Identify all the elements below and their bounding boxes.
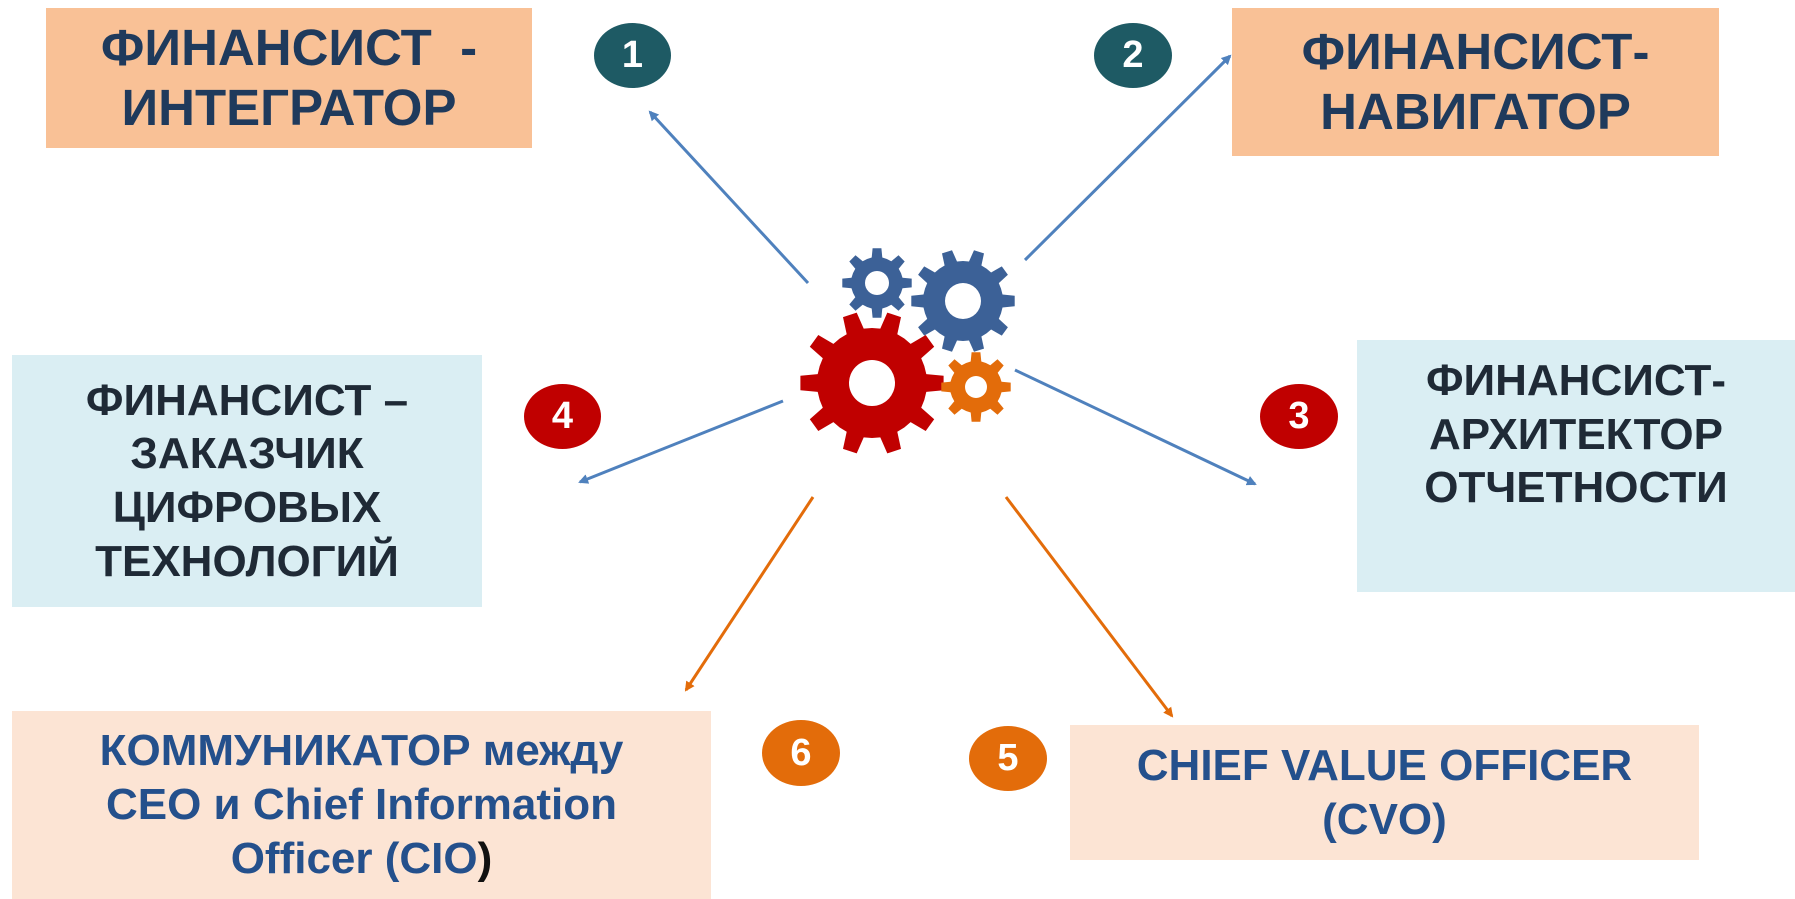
badge-3: 3	[1260, 384, 1338, 449]
box-financier-integrator: ФИНАНСИСТ - ИНТЕГРАТОР	[46, 8, 532, 148]
small-blue-gear-icon-hole	[865, 271, 889, 295]
red-gear-icon-hole	[849, 360, 895, 406]
communicator-line-3: Officer (CIO)	[231, 832, 493, 886]
arrow-to-integrator	[648, 110, 810, 285]
badge-4: 4	[524, 384, 601, 449]
arrow-to-reporting-architect	[1014, 368, 1257, 486]
communicator-line-2: CEO и Chief Information	[105, 780, 618, 830]
badge-5: 5	[969, 726, 1047, 791]
arrow-to-communicator	[684, 496, 815, 692]
arrow-to-navigator	[1023, 54, 1232, 262]
architect-line-1: ФИНАНСИСТ-	[1425, 356, 1727, 405]
digital-customer-line-4: ТЕХНОЛОГИЙ	[95, 536, 399, 586]
architect-line-2: АРХИТЕКТОР	[1429, 409, 1723, 459]
badge-2: 2	[1094, 23, 1172, 88]
navigator-line-1: ФИНАНСИСТ-	[1301, 22, 1650, 80]
integrator-line-2: ИНТЕГРАТОР	[121, 79, 457, 136]
navigator-line-2: НАВИГАТОР	[1320, 83, 1631, 140]
digital-customer-line-3: ЦИФРОВЫХ	[112, 483, 382, 532]
integrator-line-1: ФИНАНСИСТ -	[100, 18, 478, 76]
communicator-closing-paren: )	[477, 833, 493, 883]
communicator-line-1: КОММУНИКАТОР между	[99, 726, 624, 776]
cvo-line-1: CHIEF VALUE OFFICER	[1136, 740, 1633, 790]
digital-customer-line-1: ФИНАНСИСТ –	[85, 375, 409, 425]
arrow-to-digital-customer	[578, 399, 784, 484]
box-communicator: КОММУНИКАТОР между CEO и Chief Informati…	[12, 711, 711, 899]
cvo-line-2: (CVO)	[1322, 794, 1447, 844]
badge-1: 1	[594, 23, 671, 88]
box-financier-reporting-architect: ФИНАНСИСТ- АРХИТЕКТОР ОТЧЕТНОСТИ	[1357, 340, 1795, 592]
large-blue-gear-icon-hole	[945, 283, 981, 319]
box-financier-digital-customer: ФИНАНСИСТ – ЗАКАЗЧИК ЦИФРОВЫХ ТЕХНОЛОГИЙ	[12, 355, 482, 607]
digital-customer-line-2: ЗАКАЗЧИК	[130, 429, 364, 479]
box-chief-value-officer: CHIEF VALUE OFFICER (CVO)	[1070, 725, 1699, 860]
box-financier-navigator: ФИНАНСИСТ- НАВИГАТОР	[1232, 8, 1719, 156]
architect-line-3: ОТЧЕТНОСТИ	[1424, 463, 1728, 513]
communicator-line-3-main: Officer (CIO	[230, 833, 478, 883]
arrow-to-cvo	[1004, 496, 1174, 718]
badge-6: 6	[762, 720, 840, 786]
orange-gear-icon-hole	[965, 376, 987, 398]
